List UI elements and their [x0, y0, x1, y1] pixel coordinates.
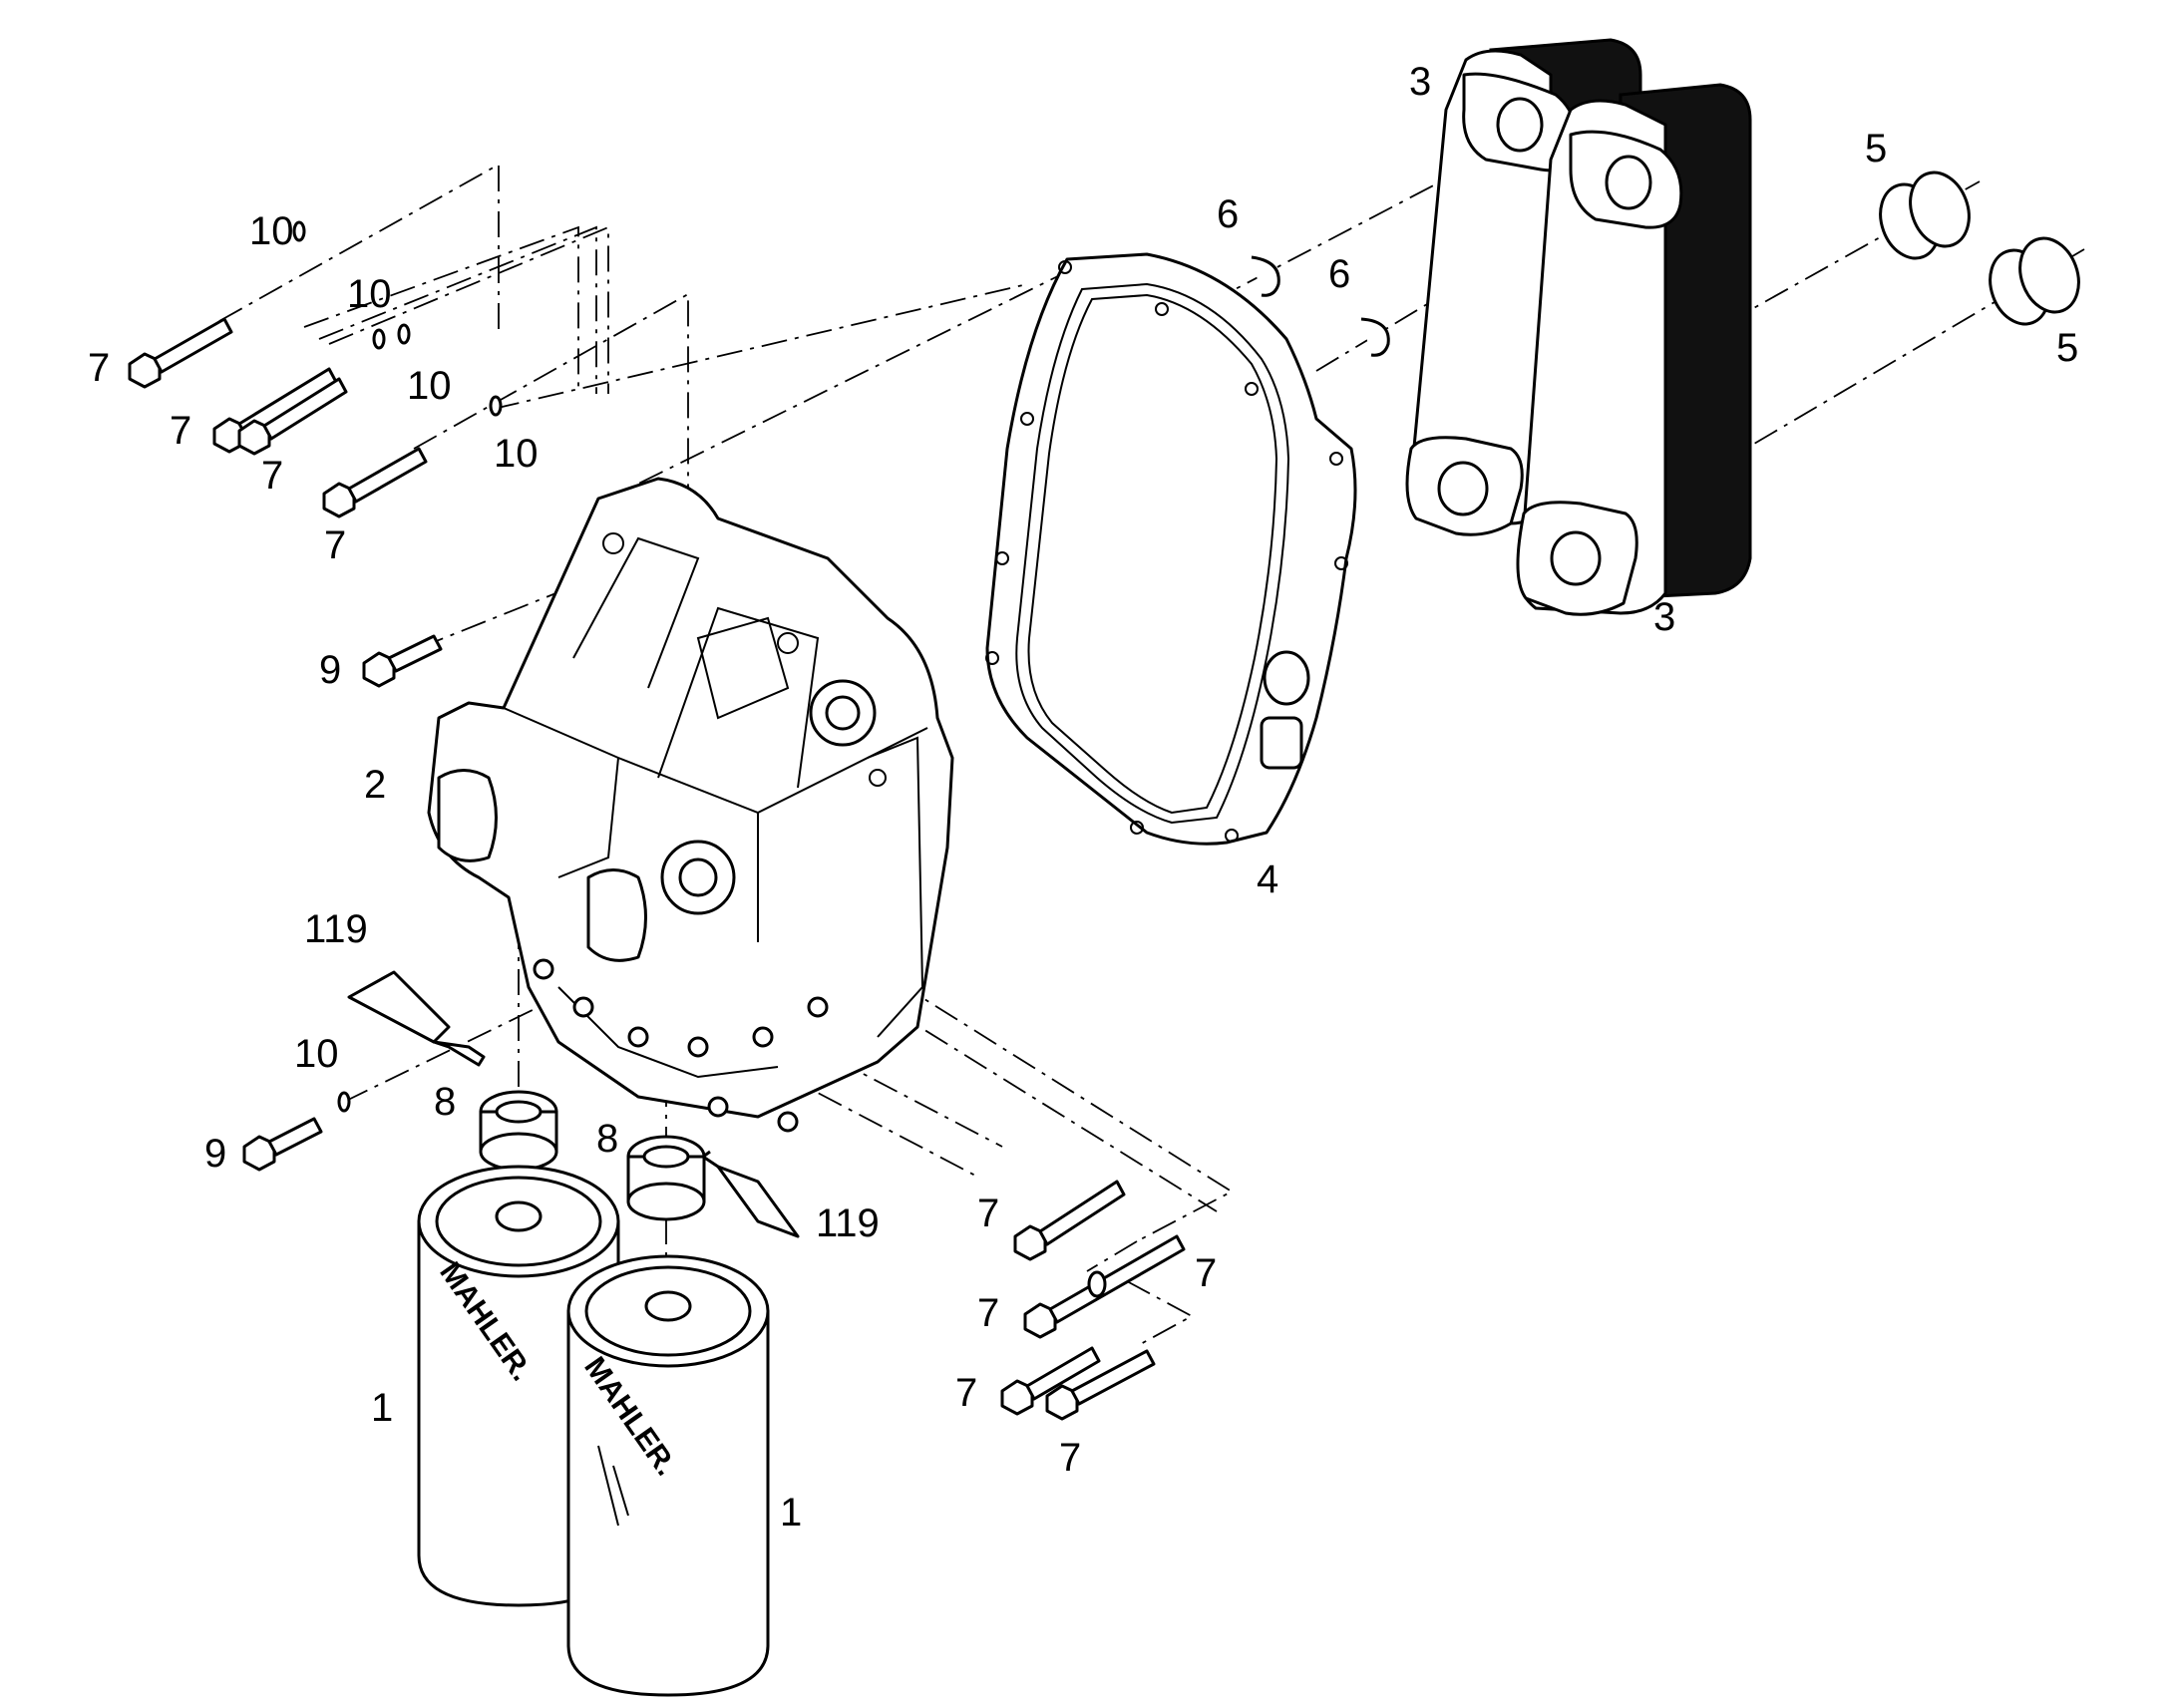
bolt-7a: [128, 317, 233, 389]
callout-6-left: 6: [1217, 192, 1239, 236]
callout-7-b: 7: [170, 409, 191, 453]
bolt-7h: [1045, 1349, 1156, 1421]
callout-7-i: 7: [1059, 1436, 1081, 1480]
callout-6-right: 6: [1328, 252, 1350, 296]
bolt-7b: [212, 367, 338, 454]
callout-2: 2: [364, 763, 386, 807]
callout-7-f: 7: [1195, 1251, 1217, 1295]
callout-7-g: 7: [977, 1291, 999, 1335]
bolt-7c: [237, 377, 348, 456]
callout-9-top: 9: [319, 648, 341, 692]
callout-10-d: 10: [494, 432, 539, 476]
callout-10-a: 10: [249, 209, 294, 253]
callout-1-right: 1: [780, 1491, 802, 1535]
sealant-tube-right: [701, 1150, 800, 1238]
callout-5-top: 5: [1865, 127, 1887, 171]
bolt-7d: [322, 447, 428, 518]
callout-10-c: 10: [407, 364, 452, 408]
seal-rings-5: [1879, 171, 2080, 326]
sealant-tube-left: [347, 970, 486, 1067]
callout-7-d: 7: [324, 523, 346, 567]
gasket: [985, 252, 1357, 846]
bolt-7f: [1023, 1234, 1186, 1339]
o-rings-6: [1251, 255, 1390, 357]
callout-3-top: 3: [1409, 60, 1431, 104]
callout-4: 4: [1257, 857, 1278, 901]
nipple-left: [479, 1090, 558, 1172]
callout-8-right: 8: [596, 1117, 618, 1161]
callout-7-e: 7: [977, 1192, 999, 1235]
callout-labels: 3 6 6 5 5 10 10 10 10 7 7 7 7 3 9 2 4 11…: [88, 60, 2078, 1535]
callout-8-left: 8: [434, 1080, 456, 1124]
bolt-9a: [362, 634, 443, 688]
bolt-9-bottom: [242, 1091, 351, 1172]
callout-7-a: 7: [88, 346, 110, 390]
oil-filter-front: MAHLER.: [566, 1254, 770, 1697]
callout-1-left: 1: [371, 1386, 393, 1430]
callout-5-bottom: 5: [2056, 326, 2078, 370]
bolt-7e: [1013, 1180, 1126, 1261]
callout-119-right: 119: [816, 1201, 880, 1245]
callout-10-bottom: 10: [294, 1032, 339, 1076]
filter-head-housing: [427, 477, 954, 1133]
callout-119-left: 119: [304, 907, 368, 951]
washers-10-top: [292, 220, 503, 417]
bolt-7g: [1000, 1346, 1101, 1416]
nipple-right: [626, 1135, 706, 1221]
callout-7-c: 7: [261, 454, 283, 498]
callout-9-bottom: 9: [204, 1132, 226, 1176]
oil-cooler-front: [1516, 83, 1752, 616]
bolts-bottom-right: [1000, 1180, 1186, 1421]
bolts-top-left: [128, 220, 503, 688]
callout-3-bottom: 3: [1653, 595, 1675, 639]
callout-7-h: 7: [955, 1371, 977, 1415]
callout-10-b: 10: [347, 272, 392, 316]
